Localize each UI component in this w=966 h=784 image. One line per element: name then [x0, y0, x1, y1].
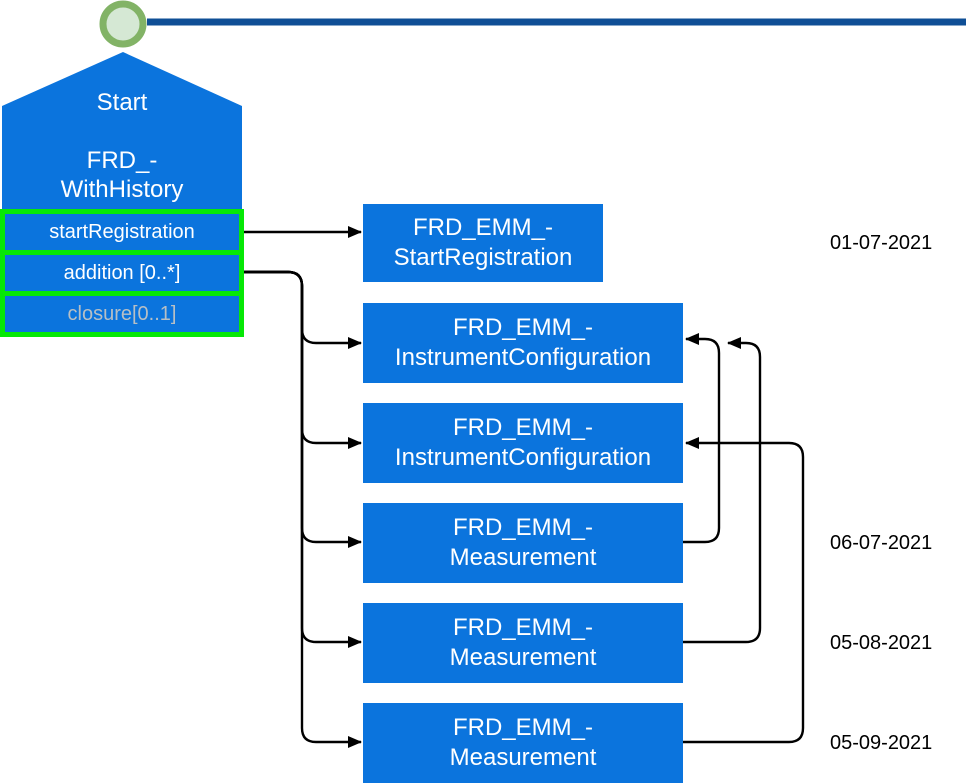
event-box-instrumentconfiguration-1: FRD_EMM_- InstrumentConfiguration: [363, 303, 683, 383]
timeline-start-circle: [99, 0, 147, 48]
method-row-closure: closure[0..1]: [5, 296, 239, 332]
edge-addition-to-measurement3: [243, 270, 362, 748]
edge-measurement1-to-config1: [683, 333, 721, 544]
method-row-addition: addition [0..*]: [5, 255, 239, 291]
event-box-measurement-2: FRD_EMM_- Measurement: [363, 603, 683, 683]
edge-measurement3-to-config2: [683, 437, 805, 744]
event-box-startregistration: FRD_EMM_- StartRegistration: [363, 204, 603, 282]
date-label-measurement-3: 05-09-2021: [830, 732, 933, 754]
date-label-measurement-1: 06-07-2021: [830, 532, 933, 554]
start-node-shape: [2, 52, 242, 209]
date-label-startregistration: 01-07-2021: [830, 232, 933, 254]
date-label-measurement-2: 05-08-2021: [830, 632, 933, 654]
event-box-measurement-3: FRD_EMM_- Measurement: [363, 703, 683, 783]
method-row-startregistration: startRegistration: [5, 214, 239, 250]
start-node-title: Start: [96, 89, 148, 116]
edge-measurement2-to-config1: [683, 337, 762, 644]
start-node-name: FRD_- WithHistory: [60, 147, 184, 203]
event-box-measurement-1: FRD_EMM_- Measurement: [363, 503, 683, 583]
event-box-instrumentconfiguration-2: FRD_EMM_- InstrumentConfiguration: [363, 403, 683, 483]
start-node-method-list: startRegistration addition [0..*] closur…: [0, 209, 244, 337]
